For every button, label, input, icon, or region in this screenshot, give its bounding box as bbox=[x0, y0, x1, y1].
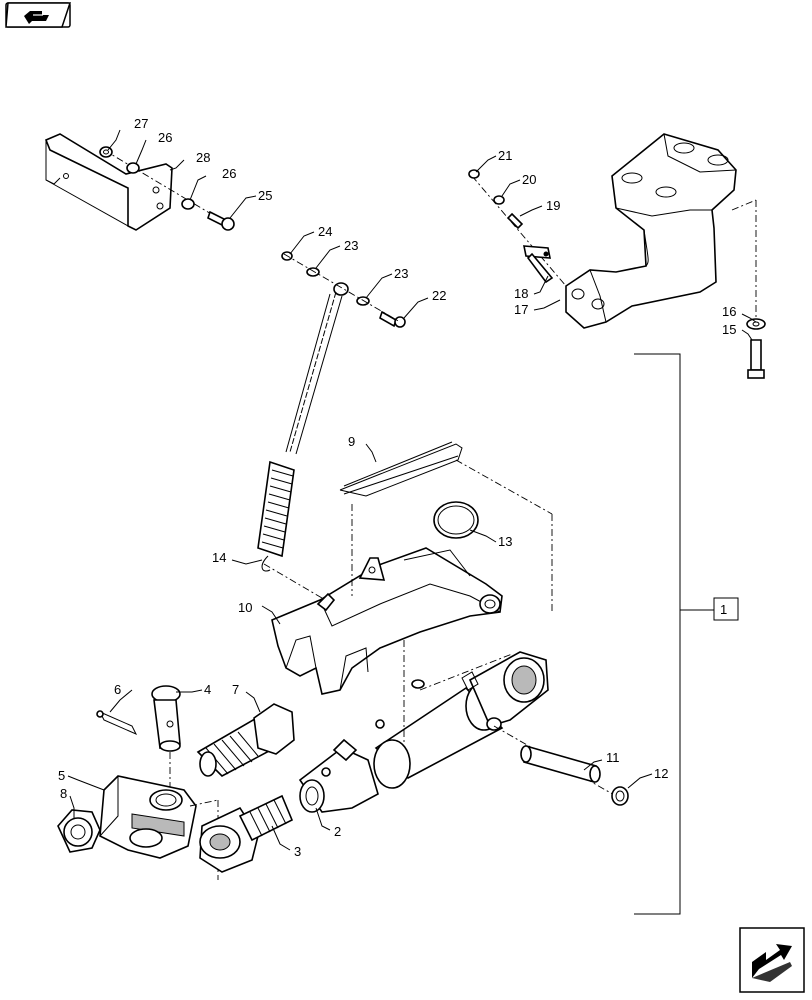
bolt-15 bbox=[747, 339, 765, 379]
assembly-bracket bbox=[634, 353, 739, 915]
pin-18 bbox=[523, 245, 554, 284]
washer-26a bbox=[126, 162, 140, 174]
washer-20 bbox=[493, 195, 505, 205]
snap-ring-13 bbox=[433, 501, 479, 539]
callout-21: 21 bbox=[498, 148, 512, 163]
ball-end-3 bbox=[199, 794, 294, 873]
callout-28: 28 bbox=[196, 150, 210, 165]
callout-17: 17 bbox=[514, 302, 528, 317]
washer-26b bbox=[181, 198, 195, 210]
callout-14: 14 bbox=[212, 550, 226, 565]
chain bbox=[285, 291, 343, 455]
pin-11 bbox=[520, 744, 601, 784]
callout-13: 13 bbox=[498, 534, 512, 549]
callout-7: 7 bbox=[232, 682, 239, 697]
book-hand-icon[interactable] bbox=[5, 2, 72, 28]
callout-23b: 23 bbox=[394, 266, 408, 281]
threaded-sleeve-2 bbox=[298, 738, 379, 813]
circlip-12 bbox=[611, 786, 629, 806]
bolt-7 bbox=[196, 703, 295, 777]
lift-arm-10 bbox=[271, 547, 503, 695]
callout-15: 15 bbox=[722, 322, 736, 337]
callout-16: 16 bbox=[722, 304, 736, 319]
callout-2: 2 bbox=[334, 824, 341, 839]
callout-20: 20 bbox=[522, 172, 536, 187]
callout-19: 19 bbox=[546, 198, 560, 213]
bolt-19 bbox=[506, 212, 524, 230]
spring-14 bbox=[257, 460, 295, 572]
callout-10: 10 bbox=[238, 600, 252, 615]
callout-5: 5 bbox=[58, 768, 65, 783]
washer-16 bbox=[746, 318, 766, 330]
leader-lines bbox=[67, 129, 757, 851]
callout-1: 1 bbox=[720, 602, 727, 617]
mounting-bracket-28 bbox=[44, 133, 173, 231]
callout-3: 3 bbox=[294, 844, 301, 859]
callout-4: 4 bbox=[204, 682, 211, 697]
callout-12: 12 bbox=[654, 766, 668, 781]
callout-6: 6 bbox=[114, 682, 121, 697]
next-page-arrow-icon[interactable] bbox=[739, 927, 805, 993]
callout-22: 22 bbox=[432, 288, 446, 303]
callout-9: 9 bbox=[348, 434, 355, 449]
clevis-5 bbox=[99, 775, 197, 859]
linch-pin-6 bbox=[96, 710, 138, 736]
callout-23a: 23 bbox=[344, 238, 358, 253]
lynch-pin-9 bbox=[339, 441, 553, 612]
callout-18: 18 bbox=[514, 286, 528, 301]
chain-hanger bbox=[281, 251, 406, 328]
callout-11: 11 bbox=[606, 750, 620, 765]
hydraulic-cylinder bbox=[373, 651, 549, 789]
lock-nut-8 bbox=[57, 809, 101, 853]
bolt-25 bbox=[207, 210, 235, 231]
callout-26a: 26 bbox=[158, 130, 172, 145]
hitch-pin-4 bbox=[151, 685, 181, 752]
callout-27: 27 bbox=[134, 116, 148, 131]
callout-labels: 1 2 3 4 5 6 7 8 9 10 11 12 13 14 15 16 1… bbox=[58, 116, 736, 859]
callout-25: 25 bbox=[258, 188, 272, 203]
lift-bracket-17 bbox=[565, 133, 737, 329]
callout-8: 8 bbox=[60, 786, 67, 801]
callout-26b: 26 bbox=[222, 166, 236, 181]
callout-24: 24 bbox=[318, 224, 332, 239]
nut-27 bbox=[99, 146, 113, 158]
